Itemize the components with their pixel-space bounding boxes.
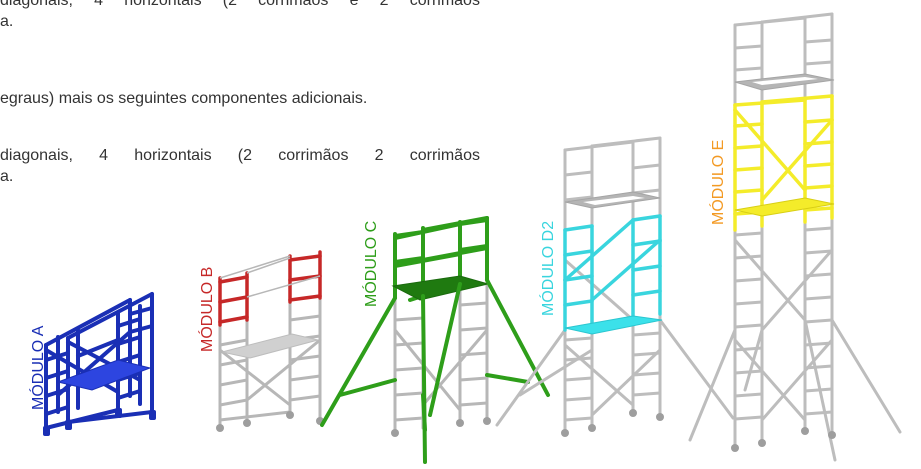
paragraph-3-line-2: a. (0, 168, 14, 185)
word: horizontais (134, 147, 212, 164)
word: (2 (237, 147, 253, 164)
paragraph-2: egraus) mais os seguintes componentes ad… (0, 88, 367, 109)
paragraph-2-line-1: egraus) mais os seguintes componentes ad… (0, 90, 368, 107)
word: corrimãos (409, 0, 480, 9)
module-b-base (218, 294, 322, 427)
module-b-platform (221, 333, 319, 359)
module-a-wheels (43, 408, 156, 436)
module-d2-wheels (561, 409, 664, 437)
module-c-outriggers (320, 278, 550, 464)
module-c-label: MÓDULO C (361, 221, 380, 307)
module-d2-platform (564, 315, 663, 335)
paragraph-1: diagonais, 4 horizontais (2 corrimãos e … (0, 0, 480, 30)
module-e-wheels (731, 427, 836, 452)
word: horizontais (124, 0, 202, 9)
word: corrimãos (409, 147, 480, 164)
module-e-platform (734, 197, 835, 217)
module-b-rails (219, 255, 321, 298)
module-c-wheels (391, 417, 491, 437)
word: corrimãos (258, 0, 329, 9)
word: e (349, 0, 359, 9)
module-a-platform (56, 359, 152, 391)
word: 2 (374, 147, 384, 164)
module-b-label: MÓDULO B (197, 267, 216, 352)
word: 4 (94, 0, 104, 9)
paragraph-1-line-2: a. (0, 13, 14, 30)
module-c-platform (391, 275, 490, 301)
word: 4 (99, 147, 109, 164)
word: diagonais, (0, 147, 73, 164)
module-d2-frames (495, 136, 735, 432)
paragraph-3: diagonais, 4 horizontais (2 corrimãos 2 … (0, 145, 480, 185)
word: corrimãos (278, 147, 349, 164)
module-d2-upper-frames (563, 214, 662, 332)
word: 2 (379, 0, 389, 9)
module-d2-upper-platform-hole (583, 196, 645, 205)
module-e-upper-frames (733, 94, 834, 232)
module-e-label: MÓDULO E (708, 140, 727, 225)
word: diagonais, (0, 0, 73, 9)
paragraph-3-line-1: diagonais, 4 horizontais (2 corrimãos 2 … (0, 145, 480, 166)
word: (2 (222, 0, 237, 9)
module-a-label: MÓDULO A (28, 325, 47, 410)
module-a-scaffold (44, 292, 154, 430)
module-e-upper-platform-hole (752, 77, 818, 85)
paragraph-1-line-1: diagonais, 4 horizontais (2 corrimãos e … (0, 0, 480, 11)
module-d2-label: MÓDULO D2 (538, 221, 557, 316)
